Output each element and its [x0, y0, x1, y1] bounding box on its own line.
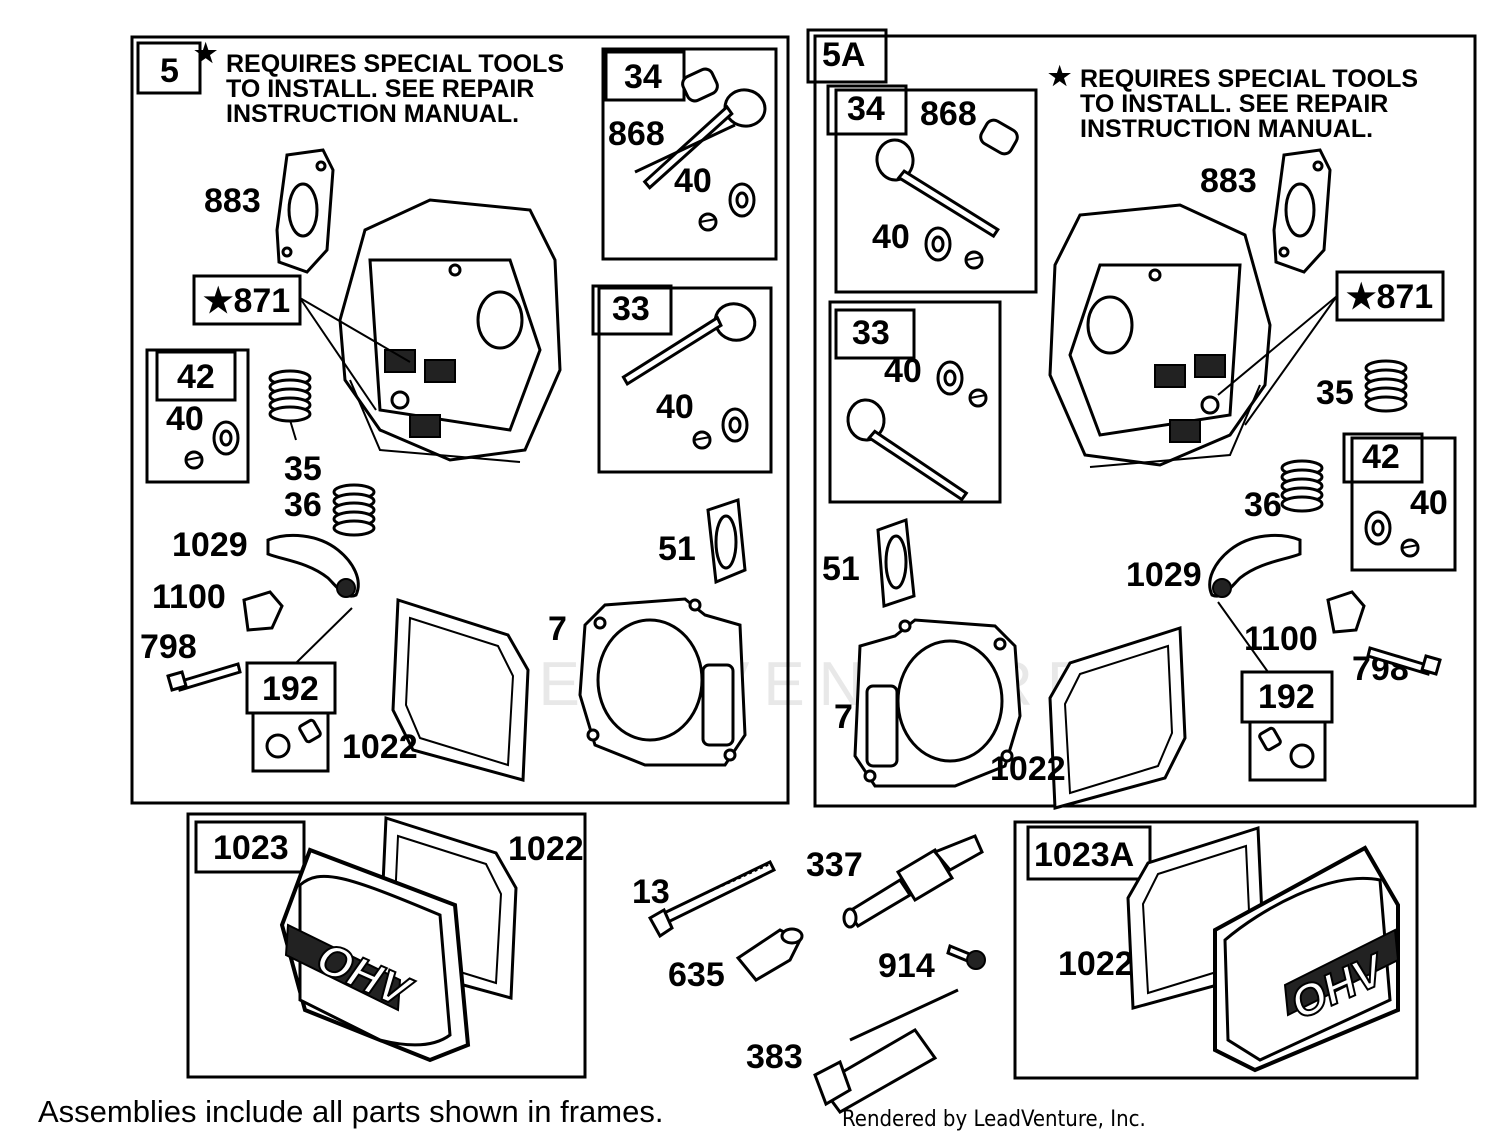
assembly-5-number: 5: [160, 52, 179, 90]
special-tools-note-line1: REQUIRES SPECIAL TOOLS: [226, 50, 564, 78]
render-credit: Rendered by LeadVenture, Inc.: [842, 1107, 1146, 1132]
part-34-label: 34: [624, 58, 662, 96]
assembly-1023A-number: 1023A: [1034, 836, 1134, 874]
part-871-5A-label: ★871: [1346, 278, 1433, 316]
special-tools-note-line3: INSTRUCTION MANUAL.: [226, 100, 519, 128]
assembly-5A-number-box: [806, 28, 888, 84]
part-883-label: 883: [204, 182, 261, 220]
part-868-label: 868: [608, 115, 665, 153]
assemblies-note: Assemblies include all parts shown in fr…: [38, 1094, 663, 1129]
star-icon: ★: [194, 38, 218, 68]
part-51-5A-label: 51: [822, 550, 860, 588]
part-635-label: 635: [668, 956, 725, 994]
part-36-5A-label: 36: [1244, 486, 1282, 524]
assembly-5-number-box: [136, 41, 202, 95]
part-1022-5A-label: 1022: [990, 750, 1066, 788]
part-383-label: 383: [746, 1038, 803, 1076]
part-337-label: 337: [806, 846, 863, 884]
part-40c-label: 40: [166, 400, 204, 438]
part-883-5A-label: 883: [1200, 162, 1257, 200]
part-36-label: 36: [284, 486, 322, 524]
assembly-5A-number: 5A: [822, 36, 865, 74]
part-1100-label: 1100: [152, 578, 226, 616]
part-13-label: 13: [632, 873, 670, 911]
loose-parts: 13 337 635 914 383: [632, 834, 986, 1114]
part-1029-5A-label: 1029: [1126, 556, 1202, 594]
assembly-5-frame: 5 ★ REQUIRES SPECIAL TOOLS TO INSTALL. S…: [130, 35, 790, 805]
part-192-5A-label: 192: [1258, 678, 1315, 716]
part-868-5A-label: 868: [920, 95, 977, 133]
part-40-label: 40: [674, 162, 712, 200]
star-icon: ★: [1048, 61, 1072, 91]
part-192-label: 192: [262, 670, 319, 708]
part-40b-label: 40: [656, 388, 694, 426]
part-51-label: 51: [658, 530, 696, 568]
assembly-1023-frame: 1023 1022 OHV: [186, 812, 587, 1079]
part-35-label: 35: [284, 450, 322, 488]
part-34-5A-label: 34: [847, 90, 885, 128]
part-1022-cover-A-label: 1022: [1058, 945, 1134, 983]
part-914-label: 914: [878, 947, 935, 985]
part-798-label: 798: [140, 628, 197, 666]
part-33-5A-label: 33: [852, 314, 890, 352]
part-35-5A-label: 35: [1316, 374, 1354, 412]
part-33-label: 33: [612, 290, 650, 328]
assembly-5A-frame: 5A ★ REQUIRES SPECIAL TOOLS TO INSTALL. …: [806, 28, 1477, 810]
part-1100-5A-label: 1100: [1244, 620, 1318, 658]
special-tools-note-line2: TO INSTALL. SEE REPAIR: [226, 75, 534, 103]
assembly-1023-number: 1023: [213, 829, 289, 867]
special-tools-note-5A-line2: TO INSTALL. SEE REPAIR: [1080, 90, 1388, 118]
part-7-5A-label: 7: [834, 698, 853, 736]
special-tools-note-5A-line1: REQUIRES SPECIAL TOOLS: [1080, 65, 1418, 93]
part-42-label: 42: [177, 358, 215, 396]
part-1029-label: 1029: [172, 526, 248, 564]
part-42-5A-label: 42: [1362, 438, 1400, 476]
part-1022-label: 1022: [342, 728, 418, 766]
part-871-label: ★871: [203, 282, 290, 320]
part-40b-5A-label: 40: [884, 352, 922, 390]
part-40-5A-label: 40: [872, 218, 910, 256]
special-tools-note-5A-line3: INSTRUCTION MANUAL.: [1080, 115, 1373, 143]
part-1022-cover-label: 1022: [508, 830, 584, 868]
part-7-label: 7: [548, 610, 567, 648]
assembly-1023A-frame: 1023A 1022 OHV: [1013, 820, 1419, 1080]
part-40c-5A-label: 40: [1410, 484, 1448, 522]
